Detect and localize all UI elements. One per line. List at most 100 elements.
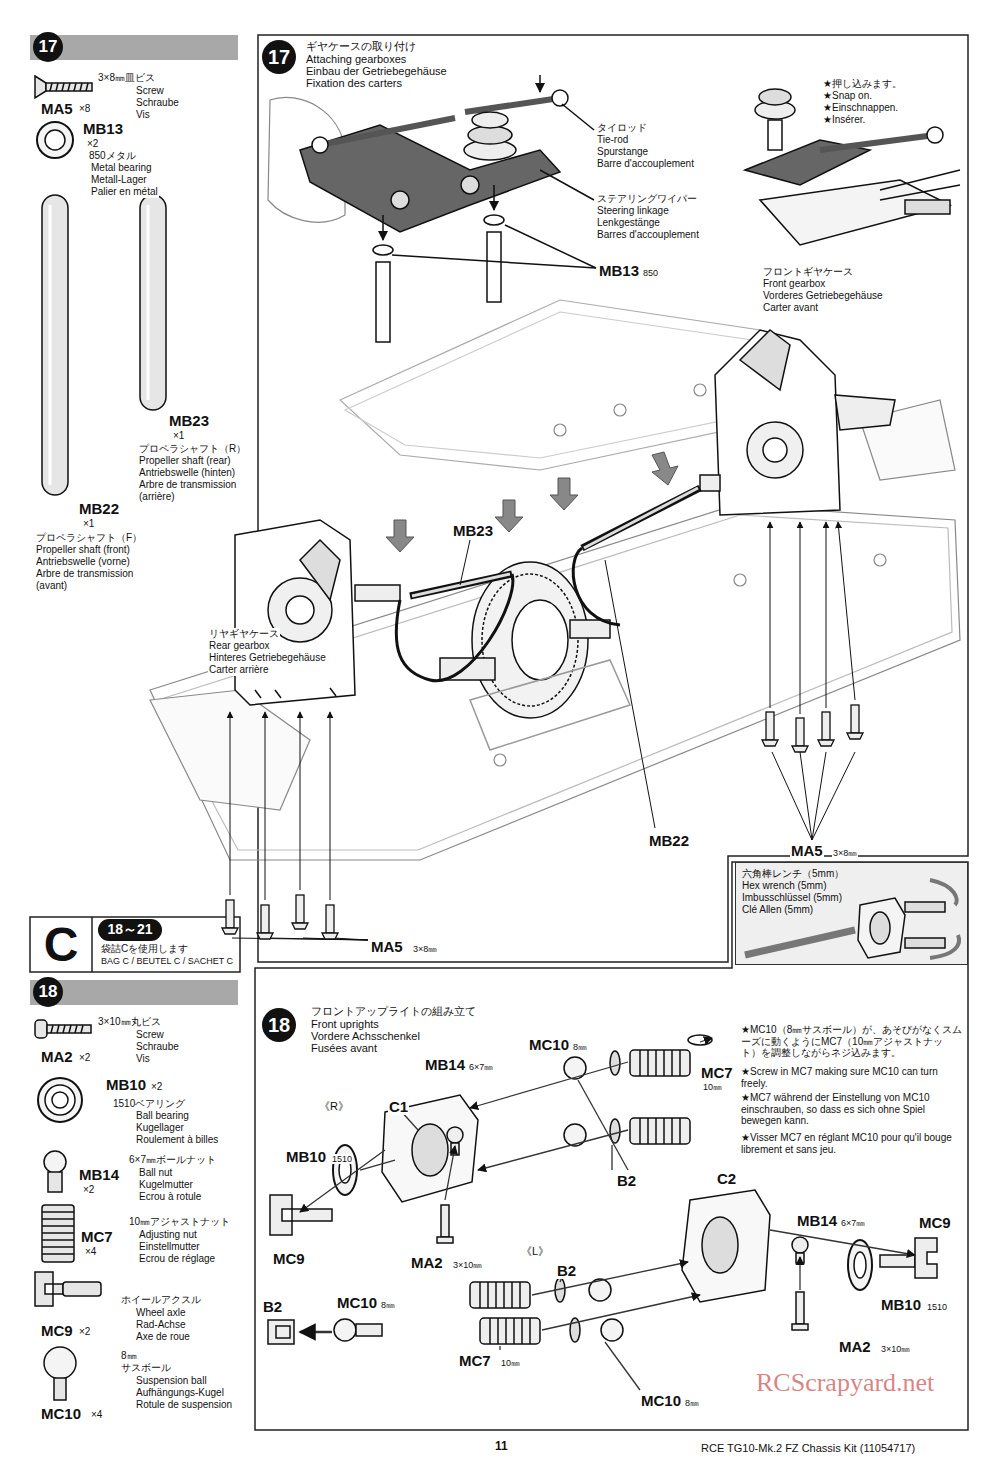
label-text: ステアリングワイパー — [596, 193, 698, 205]
label-text: 3×10㎜ — [452, 1260, 483, 1270]
part-code: MC7 — [700, 1064, 734, 1081]
label-text: 《L》 — [520, 1245, 550, 1258]
center-differential — [482, 574, 578, 706]
left-upright — [915, 1238, 937, 1278]
chassis-plate — [554, 424, 566, 436]
label-text: Vorderes Getriebegehäuse — [762, 290, 884, 302]
watermark: RCScrapyard.net — [755, 1368, 935, 1398]
chassis-plate — [340, 300, 775, 470]
note-box: 六角棒レンチ（5mm）Hex wrench (5mm)Imbusschlüsse… — [735, 862, 968, 965]
label-text: プロペラシャフト（F） — [35, 532, 143, 544]
assembly-arrow — [300, 1331, 332, 1334]
parts-icon — [51, 1025, 83, 1033]
label-text: Hinteres Getriebegehäuse — [208, 652, 327, 664]
label-text: Antriebswelle (vorne) — [35, 556, 131, 568]
part-code: B2 — [262, 1298, 283, 1315]
leader-line — [800, 752, 812, 840]
label-text: ×1 — [172, 430, 185, 442]
label-text: Kugelmutter — [138, 1179, 194, 1191]
parts-icon — [45, 130, 65, 150]
leader-line — [232, 938, 368, 940]
assembly-arrow — [532, 1262, 688, 1295]
rear-gearbox — [255, 688, 336, 698]
steering-assembly — [465, 98, 560, 112]
part-code: MB13 — [82, 120, 124, 137]
label-text: Front uprights — [310, 1018, 380, 1031]
propeller-shaft — [410, 488, 700, 596]
wrench-figure — [930, 880, 957, 905]
panel-frame — [30, 917, 240, 972]
screw — [296, 895, 304, 923]
part-code: MB23 — [452, 522, 494, 539]
leader-line — [573, 548, 620, 625]
chassis-plate — [345, 312, 765, 458]
snap-on-inset — [820, 135, 935, 150]
label-text: ★押し込みます。 — [822, 78, 903, 90]
part-code: C1 — [388, 1098, 409, 1115]
parts-icon — [63, 1282, 101, 1296]
steering-assembly — [320, 118, 455, 145]
screw — [326, 905, 334, 933]
parts-icon — [35, 1020, 47, 1038]
label-text: Metal bearing — [90, 162, 153, 174]
propeller-shaft — [582, 488, 700, 548]
label-text: Axe de roue — [135, 1331, 191, 1343]
steering-assembly — [539, 75, 541, 92]
label-text: Barres d'accouplement — [596, 229, 700, 241]
label-text: Einstellmutter — [138, 1241, 201, 1253]
label-text: ×2 — [150, 1081, 163, 1093]
left-upright — [702, 1217, 738, 1273]
label-text: 10㎜ — [702, 1082, 723, 1092]
steering-assembly — [392, 255, 596, 268]
part-code: MC10 — [528, 1036, 570, 1053]
bag-letter: C — [44, 921, 79, 969]
left-upright — [792, 1237, 808, 1253]
step-header-bar: 18 — [30, 980, 238, 1005]
front-gearbox — [763, 438, 787, 462]
screw — [322, 933, 338, 939]
screw — [222, 705, 863, 939]
label-text: タイロッド — [596, 122, 648, 134]
leader-line — [232, 540, 855, 940]
label-text: Palier en métal — [90, 186, 159, 198]
wrench-figure — [745, 880, 959, 958]
bag-letter-box: C — [30, 917, 92, 972]
assembly-arrow — [330, 712, 331, 900]
steering-assembly — [461, 176, 479, 194]
step-header-bar: 17 — [30, 35, 238, 60]
leader-line — [460, 540, 470, 585]
label-text: Spurstange — [596, 146, 649, 158]
screw — [222, 928, 238, 934]
step-number-circle: 17 — [262, 40, 296, 74]
leader-line — [268, 938, 368, 940]
parts-icon — [45, 1085, 75, 1115]
part-code: MA2 — [40, 1048, 74, 1065]
label-text: Screw — [135, 1029, 165, 1041]
right-upright — [270, 1195, 292, 1235]
label-text: Rear gearbox — [208, 640, 271, 652]
assembly-arrow — [770, 1230, 915, 1255]
label-text: BAG C / BEUTEL C / SACHET C — [100, 956, 234, 966]
rear-gearbox — [235, 520, 400, 705]
rear-gearbox — [286, 596, 314, 624]
page-number: 11 — [494, 1440, 509, 1454]
label-text: Fusées avant — [310, 1042, 378, 1055]
right-upright — [640, 1118, 680, 1144]
leader-line — [812, 752, 855, 840]
part-code: MA2 — [410, 1254, 444, 1271]
assembly-arrow — [700, 1038, 712, 1042]
snap-on-inset — [759, 89, 791, 105]
screw — [292, 923, 308, 929]
part-code: MB23 — [168, 412, 210, 429]
label-text: Ball nut — [138, 1167, 173, 1179]
parts-icon — [46, 83, 92, 91]
steering-assembly — [552, 90, 568, 106]
right-upright — [640, 1050, 680, 1076]
label-text: Aufhängungs-Kugel — [135, 1387, 225, 1399]
right-upright — [630, 1118, 690, 1144]
rear-gearbox — [235, 520, 355, 705]
label-text: 8㎜ — [572, 1042, 588, 1052]
label-text: Vis — [135, 1053, 151, 1065]
wrench-figure — [905, 938, 945, 948]
center-differential — [440, 562, 630, 750]
